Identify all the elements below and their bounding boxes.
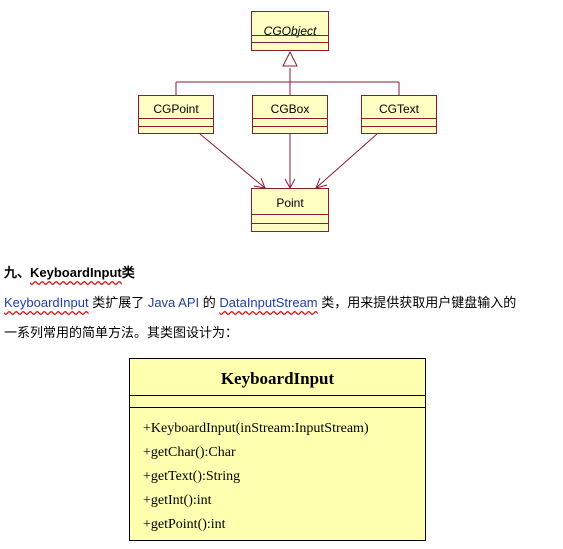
method-getchar: +getChar():Char: [143, 445, 236, 460]
heading-class-name: KeyboardInput: [30, 265, 122, 280]
method-getpoint: +getPoint():int: [143, 517, 226, 532]
cgbox-divider-2: [252, 126, 328, 127]
class-name-cgpoint: CGPoint: [153, 101, 199, 116]
dependency-line-cgtext: [315, 133, 378, 189]
paragraph-line-1: KeyboardInput 类扩展了 Java API 的 DataInputS…: [4, 292, 516, 311]
method-getint: +getInt():int: [143, 493, 212, 508]
point-divider-2: [251, 223, 329, 224]
cgtext-divider-2: [361, 126, 437, 127]
heading-suffix: 类: [121, 265, 135, 280]
text-of: 的: [199, 295, 220, 310]
text-datainputstream: DataInputStream: [219, 295, 318, 310]
method-gettext: +getText():String: [143, 469, 241, 484]
dependency-line-cgpoint: [199, 133, 266, 189]
class-box-cgobject[interactable]: CGObject: [251, 11, 329, 51]
class-name-point: Point: [276, 196, 304, 210]
class-box-cgbox[interactable]: CGBox: [252, 95, 328, 134]
paragraph-line-2: 一系列常用的简单方法。其类图设计为：: [4, 325, 239, 340]
section-heading: 九、KeyboardInput类: [4, 262, 135, 281]
cgpoint-divider-2: [138, 126, 214, 127]
keyboardinput-class-box[interactable]: KeyboardInput +KeyboardInput(inStream:In…: [129, 358, 426, 541]
point-divider-1: [251, 214, 329, 215]
class-box-cgtext[interactable]: CGText: [361, 95, 437, 134]
text-purpose: 类，用来提供获取用户键盘输入的: [317, 295, 517, 310]
cgobject-divider-1: [251, 35, 329, 36]
class-box-cgpoint[interactable]: CGPoint: [138, 95, 214, 134]
text-java-api: Java API: [147, 295, 200, 310]
cgtext-divider-1: [361, 118, 437, 119]
class-name-cgbox: CGBox: [270, 101, 310, 116]
keyboardinput-divider-2: [130, 407, 425, 408]
class-name-cgtext: CGText: [378, 101, 419, 116]
inheritance-triangle: [282, 50, 298, 67]
keyboardinput-methods: +KeyboardInput(inStream:InputStream) +ge…: [143, 417, 369, 537]
keyboardinput-class-name: KeyboardInput: [220, 369, 335, 388]
cgbox-divider-1: [252, 118, 328, 119]
heading-prefix: 九、: [4, 265, 31, 280]
class-name-cgobject: CGObject: [263, 24, 317, 38]
cgobject-divider-2: [251, 42, 329, 43]
keyboardinput-divider-1: [130, 395, 425, 396]
cgpoint-divider-1: [138, 118, 214, 119]
class-box-point[interactable]: Point: [251, 188, 329, 232]
text-keyboardinput: KeyboardInput: [4, 295, 89, 310]
text-extends: 类扩展了: [88, 295, 148, 310]
method-constructor: +KeyboardInput(inStream:InputStream): [143, 421, 369, 436]
